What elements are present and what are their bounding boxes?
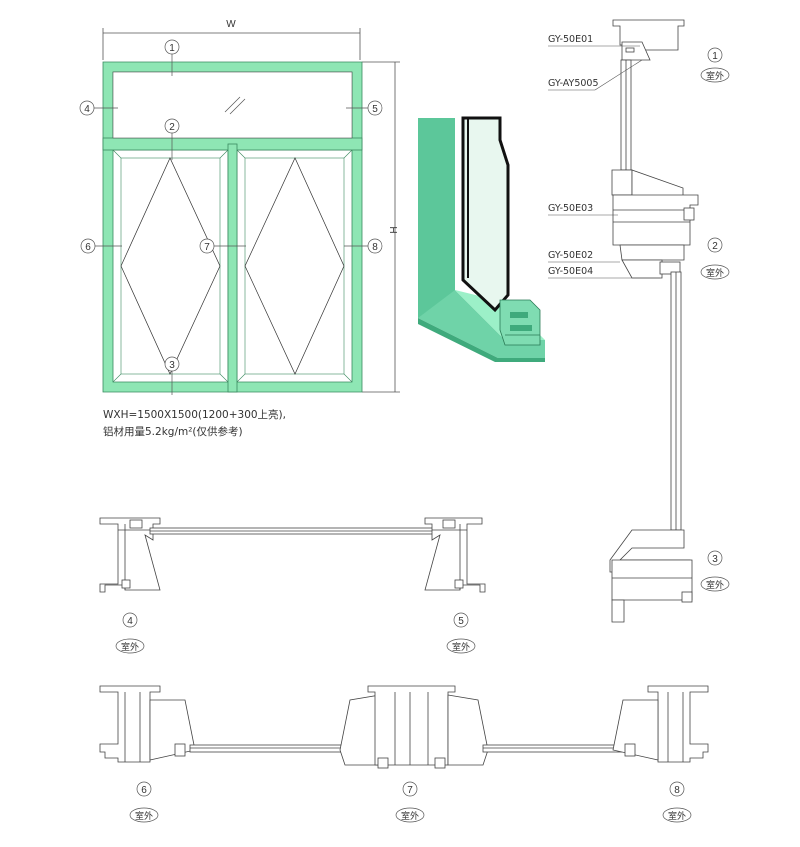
svg-text:2: 2 [712, 241, 718, 252]
callout-2: 2 [164, 118, 180, 160]
callout-5: 5 [346, 100, 383, 116]
horizontal-section-4-5 [99, 517, 486, 593]
profile-3d-render [418, 116, 545, 362]
horizontal-section-6-7-8 [99, 685, 709, 769]
section-callout-8: 8 室外 [662, 781, 692, 823]
svg-text:4: 4 [84, 104, 90, 115]
section-callout-5: 5 室外 [446, 612, 476, 654]
svg-text:6: 6 [141, 785, 147, 796]
svg-text:室外: 室外 [121, 641, 139, 653]
profile-code-gy50e02: GY-50E02 [548, 250, 593, 261]
svg-text:室外: 室外 [135, 810, 153, 822]
callout-6: 6 [80, 238, 122, 254]
section-callout-1: 1 室外 [700, 47, 730, 83]
width-label: W [226, 19, 236, 30]
svg-text:6: 6 [85, 242, 91, 253]
svg-text:室外: 室外 [706, 70, 724, 82]
svg-text:1: 1 [169, 43, 175, 54]
spec-text: WXH=1500X1500(1200+300上亮), 铝材用量5.2kg/m²(… [103, 407, 286, 441]
svg-text:5: 5 [372, 104, 378, 115]
svg-text:室外: 室外 [452, 641, 470, 653]
profile-code-gy50e03: GY-50E03 [548, 203, 593, 214]
svg-text:7: 7 [204, 242, 210, 253]
window-elevation: W H 1 2 [79, 19, 400, 395]
svg-text:室外: 室外 [668, 810, 686, 822]
svg-text:室外: 室外 [706, 267, 724, 279]
section-callout-4: 4 室外 [115, 612, 145, 654]
svg-text:室外: 室外 [706, 579, 724, 591]
section-callout-2: 2 室外 [700, 237, 730, 280]
spec-line-size: WXH=1500X1500(1200+300上亮), [103, 409, 286, 421]
svg-text:3: 3 [712, 554, 718, 565]
height-label: H [387, 226, 398, 233]
callout-3: 3 [164, 356, 180, 395]
profile-code-gyay5005: GY-AY5005 [548, 78, 599, 89]
svg-text:5: 5 [458, 616, 464, 627]
vertical-section [609, 19, 699, 623]
callout-1: 1 [164, 39, 180, 76]
svg-text:3: 3 [169, 360, 175, 371]
svg-text:7: 7 [407, 785, 413, 796]
svg-text:2: 2 [169, 122, 175, 133]
callout-4: 4 [79, 100, 118, 116]
svg-text:8: 8 [372, 242, 378, 253]
profile-code-gy50e04: GY-50E04 [548, 266, 593, 277]
section-callout-6: 6 室外 [129, 781, 159, 823]
svg-text:8: 8 [674, 785, 680, 796]
svg-text:室外: 室外 [401, 810, 419, 822]
callout-8: 8 [344, 238, 383, 254]
section-callout-3: 3 室外 [700, 550, 730, 592]
spec-line-material: 铝材用量5.2kg/m²(仅供参考) [103, 426, 243, 438]
svg-text:1: 1 [712, 51, 718, 62]
svg-text:4: 4 [127, 616, 133, 627]
callout-7: 7 [199, 238, 246, 254]
profile-code-leaders [548, 45, 660, 279]
section-callout-7: 7 室外 [395, 781, 425, 823]
profile-code-gy50e01: GY-50E01 [548, 34, 593, 45]
